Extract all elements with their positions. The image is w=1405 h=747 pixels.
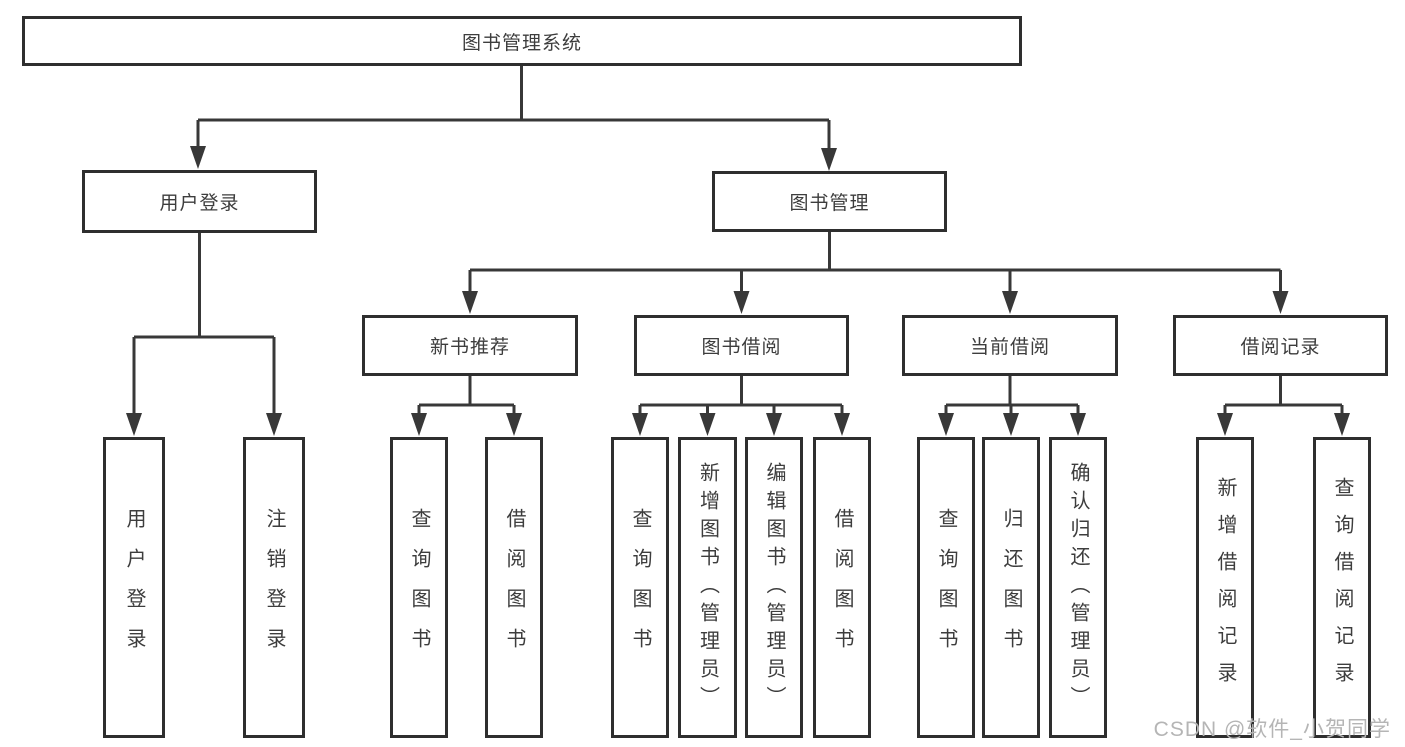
leaf-query-books-borrowing: 查询图书 <box>611 437 669 738</box>
node-book-management: 图书管理 <box>712 171 947 232</box>
leaf-edit-book-admin-label: 编辑图书（管理员） <box>763 461 785 714</box>
leaf-return-books-label: 归还图书 <box>1000 507 1022 668</box>
leaf-confirm-return-admin: 确认归还（管理员） <box>1049 437 1107 738</box>
node-new-book-recommendation: 新书推荐 <box>362 315 578 376</box>
leaf-query-borrow-record-label: 查询借阅记录 <box>1331 476 1353 699</box>
node-current-borrowing-label: 当前借阅 <box>969 337 1050 358</box>
leaf-logout: 注销登录 <box>243 437 305 738</box>
leaf-edit-book-admin: 编辑图书（管理员） <box>745 437 803 738</box>
leaf-borrow-books-borrowing: 借阅图书 <box>813 437 871 738</box>
leaf-add-borrow-record: 新增借阅记录 <box>1196 437 1254 738</box>
connector-book-management <box>468 232 1282 292</box>
leaf-add-book-admin: 新增图书（管理员） <box>678 437 737 738</box>
node-library-system-label: 图书管理系统 <box>461 32 582 54</box>
node-book-borrowing: 图书借阅 <box>634 315 849 376</box>
connector-current-borrowing <box>944 376 1080 414</box>
connector-root <box>196 66 831 149</box>
node-book-borrowing-label: 图书借阅 <box>701 337 782 358</box>
leaf-confirm-return-admin-label: 确认归还（管理员） <box>1067 461 1089 714</box>
connector-book-borrowing <box>638 376 844 414</box>
leaf-borrow-books-recommend-label: 借阅图书 <box>503 507 525 668</box>
node-new-book-recommendation-label: 新书推荐 <box>429 337 510 358</box>
node-user-login: 用户登录 <box>82 170 317 233</box>
leaf-query-books-recommend-label: 查询图书 <box>408 507 430 668</box>
leaf-user-login-label: 用户登录 <box>123 507 145 668</box>
leaf-add-book-admin-label: 新增图书（管理员） <box>696 461 719 714</box>
watermark: CSDN @软件_小贺同学 <box>1153 718 1391 741</box>
leaf-logout-label: 注销登录 <box>263 507 285 668</box>
node-library-system: 图书管理系统 <box>22 16 1022 66</box>
leaf-add-borrow-record-label: 新增借阅记录 <box>1214 476 1236 699</box>
leaf-query-borrow-record: 查询借阅记录 <box>1313 437 1371 738</box>
node-user-login-label: 用户登录 <box>159 193 240 214</box>
node-borrowing-records: 借阅记录 <box>1173 315 1388 376</box>
connector-borrow-records <box>1223 376 1344 414</box>
leaf-query-books-current-label: 查询图书 <box>935 507 957 668</box>
leaf-query-books-recommend: 查询图书 <box>390 437 448 738</box>
node-current-borrowing: 当前借阅 <box>902 315 1118 376</box>
leaf-borrow-books-borrowing-label: 借阅图书 <box>831 507 853 668</box>
leaf-return-books: 归还图书 <box>982 437 1040 738</box>
node-book-management-label: 图书管理 <box>789 193 870 214</box>
leaf-borrow-books-recommend: 借阅图书 <box>485 437 543 738</box>
connector-user-login <box>132 233 276 414</box>
leaf-user-login: 用户登录 <box>103 437 165 738</box>
leaf-query-books-borrowing-label: 查询图书 <box>629 507 651 668</box>
node-borrowing-records-label: 借阅记录 <box>1240 337 1321 358</box>
leaf-query-books-current: 查询图书 <box>917 437 975 738</box>
connector-new-book <box>417 376 516 414</box>
